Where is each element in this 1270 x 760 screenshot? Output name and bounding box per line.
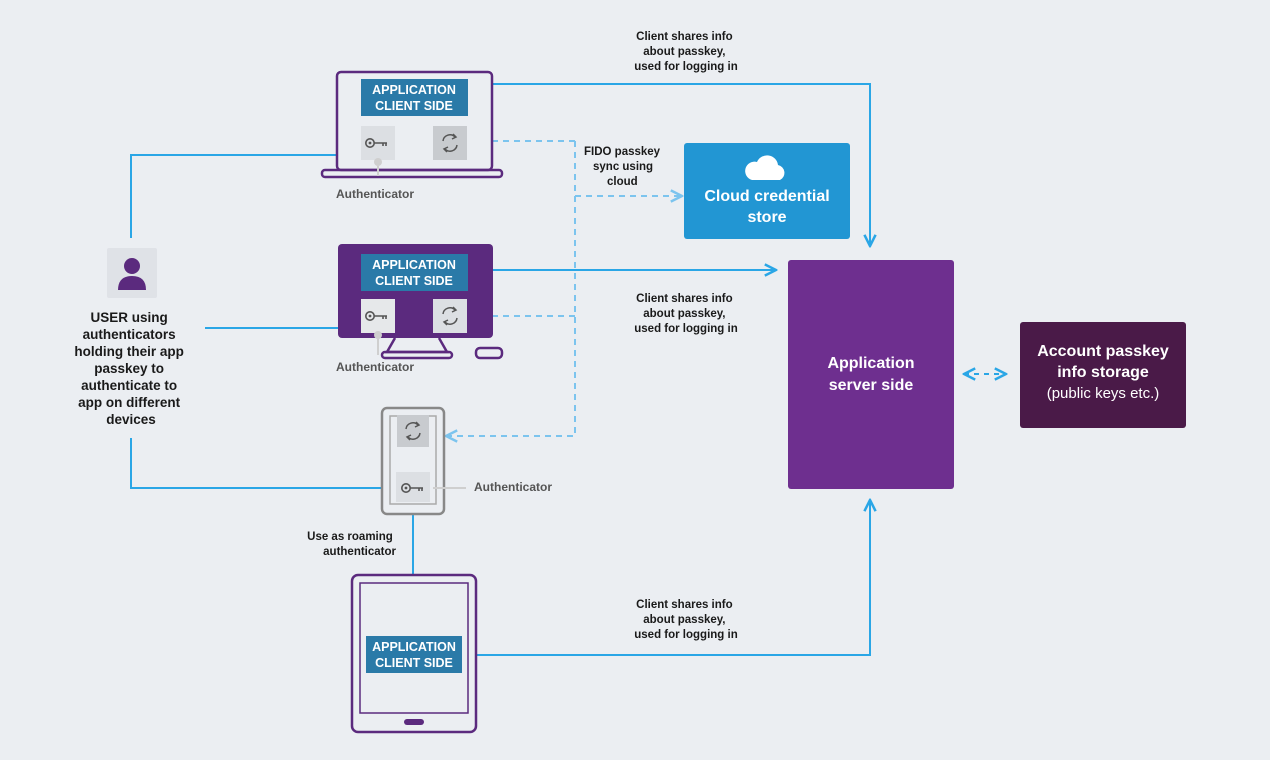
- cloud-icon: [745, 155, 785, 180]
- laptop-device: APPLICATION CLIENT SIDE Authenticator: [320, 70, 504, 201]
- desktop-mouse: [474, 346, 504, 360]
- svg-text:info storage: info storage: [1057, 364, 1149, 381]
- note-fido-sync: FIDO passkey sync using cloud: [584, 146, 663, 188]
- desktop-device: APPLICATION CLIENT SIDE Authenticator: [336, 244, 504, 374]
- user-node: USER using authenticators holding their …: [74, 248, 187, 427]
- connector-laptop-server: [469, 84, 870, 246]
- laptop-authenticator-label: Authenticator: [336, 187, 414, 201]
- account-passkey-storage: Account passkey info storage (public key…: [1020, 322, 1186, 428]
- laptop-base: [320, 168, 504, 179]
- desktop-sync-tile: [433, 299, 467, 333]
- phone-sync-tile: [397, 415, 429, 447]
- connector-tablet-server: [462, 500, 870, 655]
- cloud-credential-store: Cloud credential store: [684, 143, 850, 239]
- application-server: Application server side: [788, 260, 954, 489]
- tablet-home-button: [404, 719, 424, 725]
- svg-text:Cloud credential: Cloud credential: [704, 188, 829, 205]
- tablet-device: APPLICATION CLIENT SIDE: [350, 573, 478, 734]
- svg-text:APPLICATION: APPLICATION: [372, 258, 456, 272]
- svg-text:Account passkey: Account passkey: [1037, 343, 1169, 360]
- connector-user-phone: [130, 438, 396, 488]
- phone-authenticator-label: Authenticator: [474, 480, 552, 494]
- phone-device: Authenticator: [380, 406, 552, 516]
- note-client-info-bottom: Client shares info about passkey, used f…: [634, 599, 738, 641]
- svg-text:store: store: [747, 209, 786, 226]
- laptop-sync-tile: [433, 126, 467, 160]
- svg-text:(public keys etc.): (public keys etc.): [1047, 385, 1160, 402]
- laptop-key-tile: [361, 126, 395, 160]
- desktop-key-tile: [361, 299, 395, 333]
- user-label: USER using authenticators holding their …: [74, 310, 187, 427]
- desktop-authenticator-label: Authenticator: [336, 360, 414, 374]
- svg-text:CLIENT SIDE: CLIENT SIDE: [375, 656, 453, 670]
- laptop-app-client: APPLICATION CLIENT SIDE: [361, 79, 468, 116]
- laptop-key-pin: [374, 158, 382, 166]
- person-icon: [118, 258, 146, 290]
- tablet-app-client: APPLICATION CLIENT SIDE: [366, 636, 462, 673]
- svg-text:APPLICATION: APPLICATION: [372, 640, 456, 654]
- svg-text:APPLICATION: APPLICATION: [372, 83, 456, 97]
- desktop-app-client: APPLICATION CLIENT SIDE: [361, 254, 468, 291]
- connector-user-laptop: [130, 155, 360, 238]
- note-client-info-middle: Client shares info about passkey, used f…: [634, 293, 738, 335]
- note-client-info-top: Client shares info about passkey, used f…: [634, 31, 738, 73]
- phone-key-tile: [396, 472, 430, 502]
- note-roaming: Use as roaming authenticator: [307, 531, 396, 558]
- svg-text:Application: Application: [827, 355, 914, 372]
- svg-text:CLIENT SIDE: CLIENT SIDE: [375, 99, 453, 113]
- desktop-stand-base: [380, 350, 454, 360]
- svg-text:server side: server side: [829, 377, 914, 394]
- svg-text:CLIENT SIDE: CLIENT SIDE: [375, 274, 453, 288]
